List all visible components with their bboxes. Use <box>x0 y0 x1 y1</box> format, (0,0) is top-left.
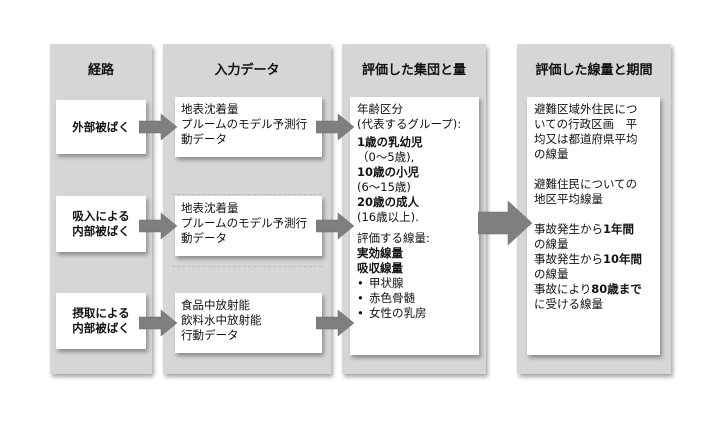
route-ingestion-line-1: 摂取による <box>72 306 130 320</box>
input-line: プルームのモデル予測行 <box>181 216 308 230</box>
arrow-right-icon <box>316 309 355 337</box>
bullet-icon: • <box>357 276 364 290</box>
period-suffix: の線量 <box>534 237 569 251</box>
bullet-icon: • <box>357 291 364 305</box>
bullet-icon: • <box>357 306 364 320</box>
organ-item: • 女性の乳房 <box>357 306 472 321</box>
organ-thyroid: 甲状腺 <box>369 276 404 290</box>
period-suffix: に受ける線量 <box>534 297 603 311</box>
route-inhalation: 吸入による 内部被ばく <box>56 196 146 252</box>
organ-item: • 甲状腺 <box>357 276 472 291</box>
organ-red-bone-marrow: 赤色骨髄 <box>369 291 415 305</box>
arrow-right-icon <box>316 113 355 141</box>
input-header: 入力データ <box>214 62 280 78</box>
arrow-right-icon <box>139 212 178 240</box>
period-prefix: 事故発生から <box>534 252 603 266</box>
row-separator <box>172 194 322 195</box>
arrow-right-icon <box>139 309 178 337</box>
period-prefix: 事故発生から <box>534 222 603 236</box>
groups-box: 年齢区分 (代表するグループ): 1歳の乳幼児 （0～5歳), 10歳の小児 (… <box>350 97 479 355</box>
organ-female-breast: 女性の乳房 <box>369 306 427 320</box>
organ-item: • 赤色骨髄 <box>357 291 472 306</box>
route-inhalation-line-2: 内部被ばく <box>72 224 130 238</box>
dose-period-header: 評価した線量と期間 <box>535 62 653 78</box>
input-line: 飲料水中放射能 <box>181 313 262 327</box>
dose-line: 均又は都道府県平均 <box>534 132 638 146</box>
period-1-year: 事故発生から1年間 <box>534 222 653 237</box>
route-header: 経路 <box>87 62 114 78</box>
infant-label: 1歳の乳幼児 <box>357 135 423 149</box>
input-ingestion: 食品中放射能 飲料水中放射能 行動データ <box>175 293 322 353</box>
age-subtitle: (代表するグループ): <box>357 117 462 131</box>
input-line: 食品中放射能 <box>181 298 250 312</box>
route-inhalation-line-1: 吸入による <box>72 209 130 223</box>
dose-line: いての行政区画 平 <box>534 117 638 131</box>
period-bold: 1年間 <box>603 222 635 236</box>
input-line: 地表沈着量 <box>181 201 239 215</box>
dose-line: 地区平均線量 <box>534 192 603 206</box>
period-suffix: の線量 <box>534 267 569 281</box>
input-line: プルームのモデル予測行 <box>181 117 308 131</box>
adult-label: 20歳の成人 <box>357 195 420 209</box>
absorbed-dose: 吸収線量 <box>357 261 403 275</box>
route-ingestion: 摂取による 内部被ばく <box>56 293 146 349</box>
age-title: 年齢区分 <box>357 102 403 116</box>
dose-period-box: 避難区域外住民につ いての行政区画 平 均又は都道府県平均 の線量 避難住民につ… <box>527 97 660 355</box>
period-10-years: 事故発生から10年間 <box>534 252 653 267</box>
effective-dose: 実効線量 <box>357 246 403 260</box>
period-bold: 10年間 <box>603 252 643 266</box>
row-separator <box>172 266 322 267</box>
input-line: 行動データ <box>181 328 239 342</box>
dose-line: 避難区域外住民につ <box>534 102 638 116</box>
input-line: 地表沈着量 <box>181 102 239 116</box>
child-range: (6～15歳) <box>357 180 411 194</box>
route-external-line: 外部被ばく <box>72 119 130 134</box>
period-to-age-80: 事故により80歳まで <box>534 282 653 297</box>
input-line: 動データ <box>181 231 227 245</box>
input-inhalation: 地表沈着量 プルームのモデル予測行 動データ <box>175 196 322 256</box>
child-label: 10歳の小児 <box>357 165 420 179</box>
route-ingestion-line-2: 内部被ばく <box>72 321 130 335</box>
adult-range: (16歳以上). <box>357 210 419 224</box>
input-line: 動データ <box>181 132 227 146</box>
dose-title: 評価する線量: <box>357 231 430 245</box>
input-external: 地表沈着量 プルームのモデル予測行 動データ <box>175 97 322 157</box>
groups-header: 評価した集団と量 <box>361 62 466 78</box>
infant-range: （0～5歳), <box>357 150 415 164</box>
period-prefix: 事故により <box>534 282 592 296</box>
period-bold: 80歳まで <box>591 282 642 296</box>
route-external: 外部被ばく <box>56 100 146 154</box>
dose-line: 避難住民についての <box>534 177 638 191</box>
dose-line: の線量 <box>534 147 569 161</box>
arrow-right-icon <box>316 212 355 240</box>
arrow-right-icon <box>139 113 178 141</box>
arrow-right-large-icon <box>478 200 533 246</box>
